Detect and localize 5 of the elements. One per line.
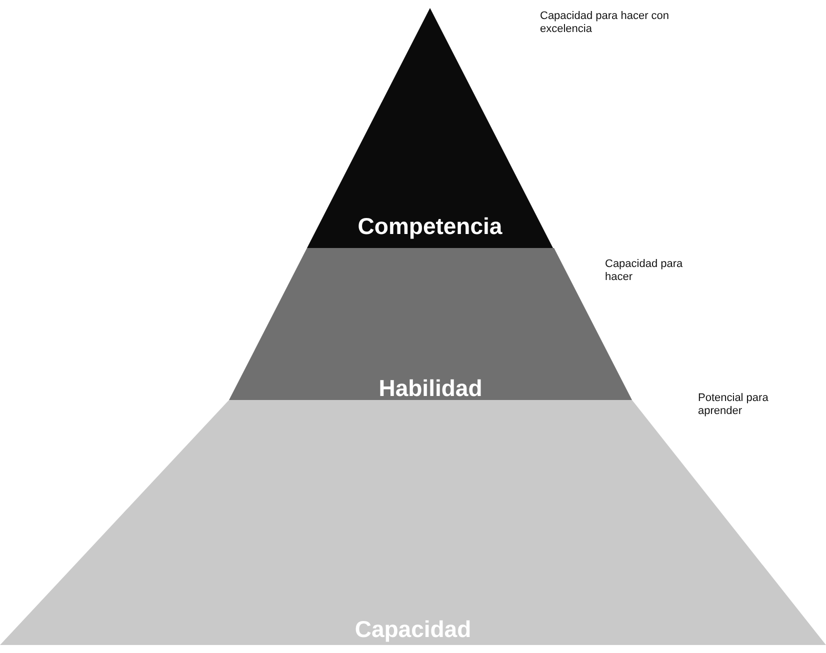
side-note: Capacidad para hacer bbox=[605, 258, 684, 284]
layer-label: Competencia bbox=[358, 213, 502, 240]
side-note: Capacidad para hacer con excelencia bbox=[540, 10, 670, 36]
layer-label: Habilidad bbox=[378, 375, 482, 402]
side-note: Potencial para aprender bbox=[698, 392, 770, 418]
